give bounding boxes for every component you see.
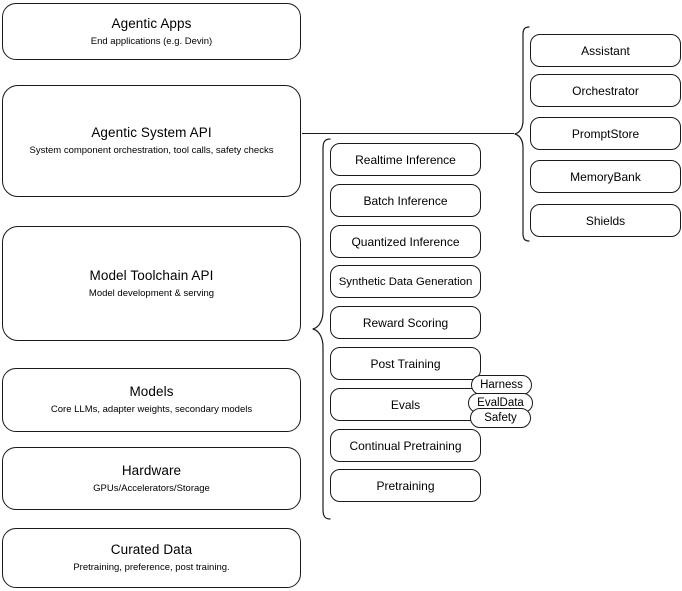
connector-line-system-api — [302, 133, 514, 134]
toolchain-item-continual-pretraining[interactable]: Continual Pretraining — [330, 429, 481, 462]
layer-title: Model Toolchain API — [89, 267, 214, 283]
layer-title: Models — [129, 384, 174, 399]
system-item-shields[interactable]: Shields — [530, 204, 681, 237]
system-brace-icon — [514, 26, 530, 242]
toolchain-item-realtime-inference[interactable]: Realtime Inference — [330, 143, 481, 176]
chip-label: Assistant — [581, 43, 630, 58]
chip-label: Realtime Inference — [355, 152, 456, 167]
chip-label: MemoryBank — [570, 169, 641, 184]
toolchain-item-batch-inference[interactable]: Batch Inference — [330, 184, 481, 217]
toolchain-item-pretraining[interactable]: Pretraining — [330, 469, 481, 502]
layer-box-models[interactable]: Models Core LLMs, adapter weights, secon… — [2, 368, 301, 432]
layer-subtitle: Pretraining, preference, post training. — [73, 562, 230, 573]
system-item-assistant[interactable]: Assistant — [530, 34, 681, 67]
layer-title: Hardware — [121, 462, 182, 478]
toolchain-item-post-training[interactable]: Post Training — [330, 347, 481, 380]
layer-title: Agentic System API — [91, 125, 212, 140]
toolchain-item-reward-scoring[interactable]: Reward Scoring — [330, 306, 481, 339]
system-item-promptstore[interactable]: PromptStore — [530, 117, 681, 150]
badge-label: Safety — [484, 411, 517, 424]
toolchain-item-quantized-inference[interactable]: Quantized Inference — [330, 225, 481, 258]
chip-label: Pretraining — [376, 478, 435, 493]
badge-label: EvalData — [477, 396, 524, 409]
layer-title: Curated Data — [110, 542, 193, 557]
badge-label: Harness — [480, 378, 523, 391]
chip-label: Synthetic Data Generation — [338, 275, 473, 288]
layer-subtitle: End applications (e.g. Devin) — [90, 35, 213, 47]
chip-label: Quantized Inference — [351, 234, 460, 249]
layer-subtitle: Core LLMs, adapter weights, secondary mo… — [50, 404, 253, 415]
layer-box-agentic-apps[interactable]: Agentic Apps End applications (e.g. Devi… — [2, 3, 301, 60]
layer-box-hardware[interactable]: Hardware GPUs/Accelerators/Storage — [2, 447, 301, 510]
toolchain-brace-icon — [312, 138, 331, 520]
system-item-orchestrator[interactable]: Orchestrator — [530, 74, 681, 107]
layer-box-curated-data[interactable]: Curated Data Pretraining, preference, po… — [2, 528, 301, 588]
chip-label: Post Training — [370, 356, 441, 371]
layer-box-agentic-system-api[interactable]: Agentic System API System component orch… — [2, 85, 301, 197]
system-item-memorybank[interactable]: MemoryBank — [530, 160, 681, 193]
toolchain-item-evals[interactable]: Evals — [330, 388, 481, 421]
chip-label: Evals — [390, 397, 421, 412]
eval-badge-safety[interactable]: Safety — [470, 408, 531, 428]
toolchain-item-synthetic-data-generation[interactable]: Synthetic Data Generation — [330, 265, 481, 298]
layer-subtitle: System component orchestration, tool cal… — [29, 145, 274, 156]
chip-label: Continual Pretraining — [349, 438, 462, 453]
eval-badge-harness[interactable]: Harness — [471, 375, 532, 395]
chip-label: Orchestrator — [572, 83, 639, 98]
chip-label: Reward Scoring — [362, 315, 449, 330]
layer-box-model-toolchain-api[interactable]: Model Toolchain API Model development & … — [2, 226, 301, 341]
layer-title: Agentic Apps — [111, 15, 192, 31]
layer-subtitle: GPUs/Accelerators/Storage — [93, 482, 210, 494]
chip-label: PromptStore — [571, 126, 640, 141]
layer-subtitle: Model development & serving — [88, 287, 215, 299]
chip-label: Shields — [585, 213, 626, 228]
chip-label: Batch Inference — [363, 193, 448, 208]
